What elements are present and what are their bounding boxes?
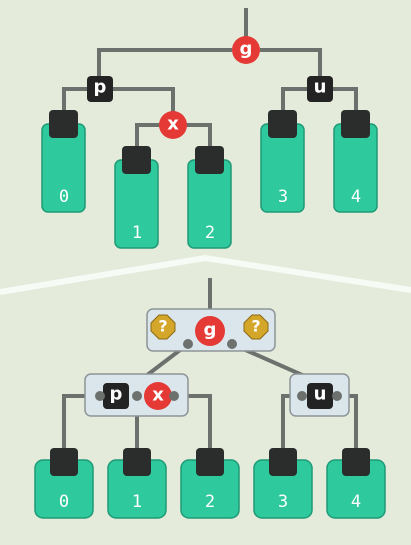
- node-label: p: [110, 384, 123, 405]
- placeholder-left: ?: [150, 314, 176, 340]
- bottom-root-group: ? g ?: [146, 308, 276, 352]
- top-leaf-4: 4: [333, 110, 378, 213]
- edge-p-to-leaf0: [62, 87, 88, 110]
- leaf-label: 2: [205, 492, 215, 512]
- edge-g-to-p: [97, 48, 232, 76]
- top-leaf-3: 3: [260, 110, 305, 213]
- edge-x-to-leaf1: [135, 123, 160, 146]
- bottom-left-group: p x: [84, 373, 189, 417]
- placeholder-label: ?: [251, 317, 260, 336]
- top-leaf-1: 1: [114, 146, 159, 249]
- leaf-label: 0: [59, 187, 69, 207]
- edge-x-to-leaf2: [186, 123, 212, 146]
- bottom-leaf-3: 3: [253, 448, 313, 519]
- placeholder-right: ?: [243, 314, 269, 340]
- edge-g-to-u: [260, 48, 322, 76]
- placeholder-label: ?: [158, 317, 167, 336]
- top-node-u: u: [307, 76, 333, 102]
- group-node-u: u: [307, 383, 333, 409]
- leaf-label: 1: [132, 492, 142, 512]
- bottom-leaf-4: 4: [326, 448, 386, 519]
- node-label: x: [167, 114, 179, 135]
- bottom-right-group: u: [289, 373, 350, 417]
- edge-u-to-leaf3: [281, 87, 307, 110]
- top-node-x: x: [159, 111, 187, 139]
- node-label: p: [94, 77, 107, 98]
- port-p-left: [95, 391, 105, 401]
- node-label: g: [204, 320, 217, 341]
- node-label: u: [314, 384, 327, 405]
- port-u-right: [332, 391, 342, 401]
- port-middle: [132, 391, 142, 401]
- leaf-label: 3: [278, 492, 288, 512]
- port-x-right: [169, 391, 179, 401]
- leaf-label: 1: [132, 223, 142, 243]
- edge-p-to-x: [110, 87, 175, 112]
- group-node-x: x: [144, 382, 172, 410]
- leaf-label: 2: [205, 223, 215, 243]
- top-node-g: g: [232, 36, 260, 64]
- top-node-p: p: [87, 76, 113, 102]
- bottom-leaf-1: 1: [107, 448, 167, 519]
- bottom-leaf-0: 0: [34, 448, 94, 519]
- bottom-tree-edges: [62, 278, 358, 448]
- port-right: [227, 339, 237, 349]
- leaf-label: 3: [278, 187, 288, 207]
- top-leaf-0: 0: [41, 110, 86, 213]
- node-label: x: [152, 385, 164, 406]
- bottom-leaf-2: 2: [180, 448, 240, 519]
- leaf-label: 4: [351, 492, 361, 512]
- node-label: u: [314, 77, 327, 98]
- top-tree-edges: [62, 8, 358, 146]
- node-label: g: [240, 39, 253, 60]
- top-leaf-2: 2: [187, 146, 232, 249]
- leaf-label: 4: [351, 187, 361, 207]
- root-node-g: g: [195, 316, 225, 346]
- port-u-left: [297, 391, 307, 401]
- group-node-p: p: [103, 383, 129, 409]
- section-divider: [0, 254, 411, 295]
- edge-u-to-leaf4: [333, 87, 358, 110]
- port-left: [183, 339, 193, 349]
- leaf-label: 0: [59, 492, 69, 512]
